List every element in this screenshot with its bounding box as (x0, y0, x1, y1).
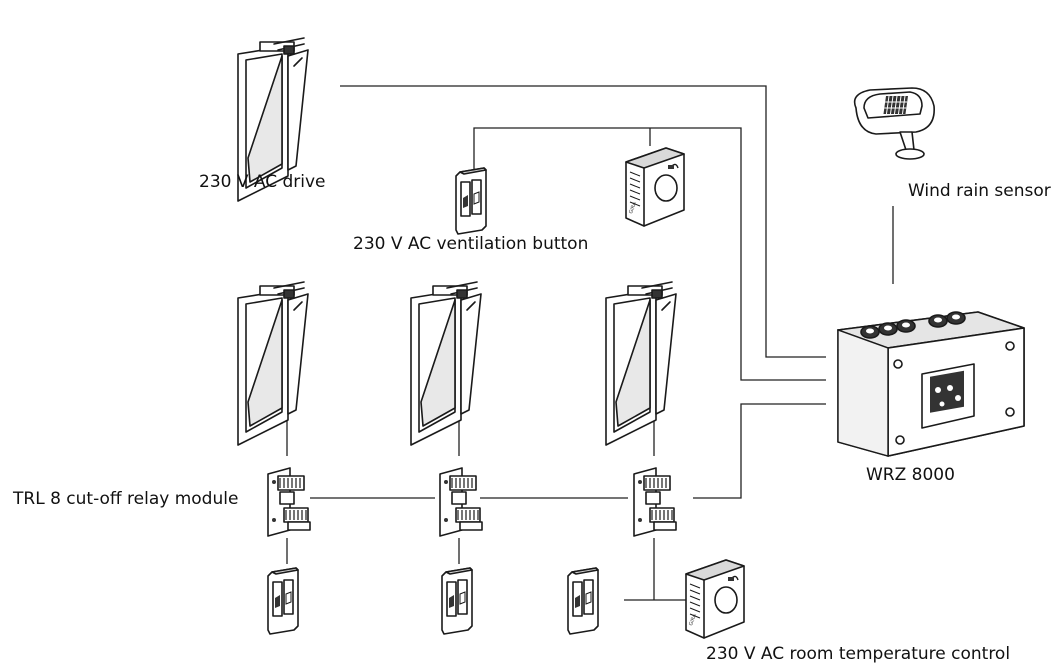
button-3 (567, 567, 599, 635)
window-drive-3 (605, 281, 677, 446)
button-2 (441, 567, 473, 635)
room-temperature-control-label: 230 V AC room temperature control (706, 644, 1011, 664)
wind-rain-sensor-label: Wind rain sensor (908, 181, 1051, 201)
controller-label: WRZ 8000 (866, 465, 955, 485)
wrz-8000-controller (837, 311, 1025, 457)
ventilation-button-label: 230 V AC ventilation button (353, 234, 589, 254)
relay-module-label: TRL 8 cut-off relay module (13, 489, 239, 509)
ventilation-button (455, 167, 487, 235)
button-1 (267, 567, 299, 635)
drive-label: 230 V AC drive (199, 172, 326, 192)
thermostat-brand-text-bottom: GIRA (688, 613, 698, 627)
wire-ventilation-controller (473, 127, 826, 381)
thermostat-bottom: GIRA (685, 559, 745, 639)
relay-module-3 (633, 467, 677, 537)
window-drive-1 (237, 281, 309, 446)
relay-module-1 (267, 467, 311, 537)
wire-drive-controller (340, 85, 826, 358)
window-drive-2 (410, 281, 482, 446)
wiring (286, 85, 894, 601)
wire-relay-controller (693, 403, 826, 499)
wind-rain-sensor (853, 87, 935, 160)
thermostat-brand-text: GIRA (628, 201, 638, 215)
relay-module-2 (439, 467, 483, 537)
thermostat-top: GIRA (625, 147, 685, 227)
